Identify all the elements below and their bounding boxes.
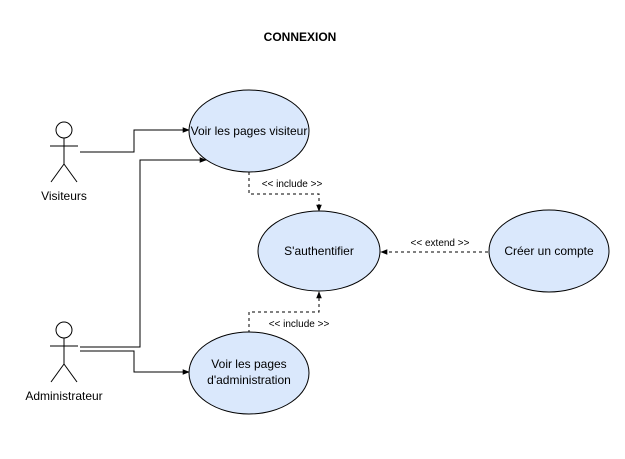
- actor-admin[interactable]: Administrateur: [25, 321, 103, 403]
- use-case-visitor-pages[interactable]: Voir les pages visiteur: [188, 89, 310, 173]
- edge-include-bottom: [248, 291, 322, 333]
- actor-admin-figure-icon: [50, 321, 78, 383]
- include-label-bottom: << include >>: [269, 319, 330, 330]
- edge-include-top: [248, 172, 322, 212]
- edge-admin-to-admin-pages: [80, 350, 190, 375]
- use-case-admin-pages-label-line1: Voir les pages: [211, 357, 286, 371]
- use-case-authenticate-label: S'authentifier: [284, 244, 354, 258]
- use-case-admin-pages-label-line2: d'administration: [207, 373, 291, 387]
- actor-visitor[interactable]: Visiteurs: [41, 121, 87, 203]
- extend-label: << extend >>: [411, 238, 470, 249]
- edge-visitor-to-visitor-pages: [80, 127, 190, 153]
- actor-visitor-figure-icon: [50, 121, 78, 183]
- actor-admin-label: Administrateur: [25, 389, 102, 403]
- use-case-create-account[interactable]: Créer un compte: [488, 209, 610, 293]
- use-case-create-account-label: Créer un compte: [504, 244, 594, 258]
- edge-admin-to-visitor-pages: [80, 157, 207, 348]
- diagram-title: CONNEXION: [264, 30, 337, 44]
- use-case-visitor-pages-label: Voir les pages visiteur: [191, 124, 308, 138]
- include-label-top: << include >>: [262, 179, 323, 190]
- use-case-authenticate[interactable]: S'authentifier: [257, 210, 381, 292]
- use-case-admin-pages[interactable]: Voir les pages d'administration: [188, 331, 310, 415]
- actor-visitor-label: Visiteurs: [41, 189, 87, 203]
